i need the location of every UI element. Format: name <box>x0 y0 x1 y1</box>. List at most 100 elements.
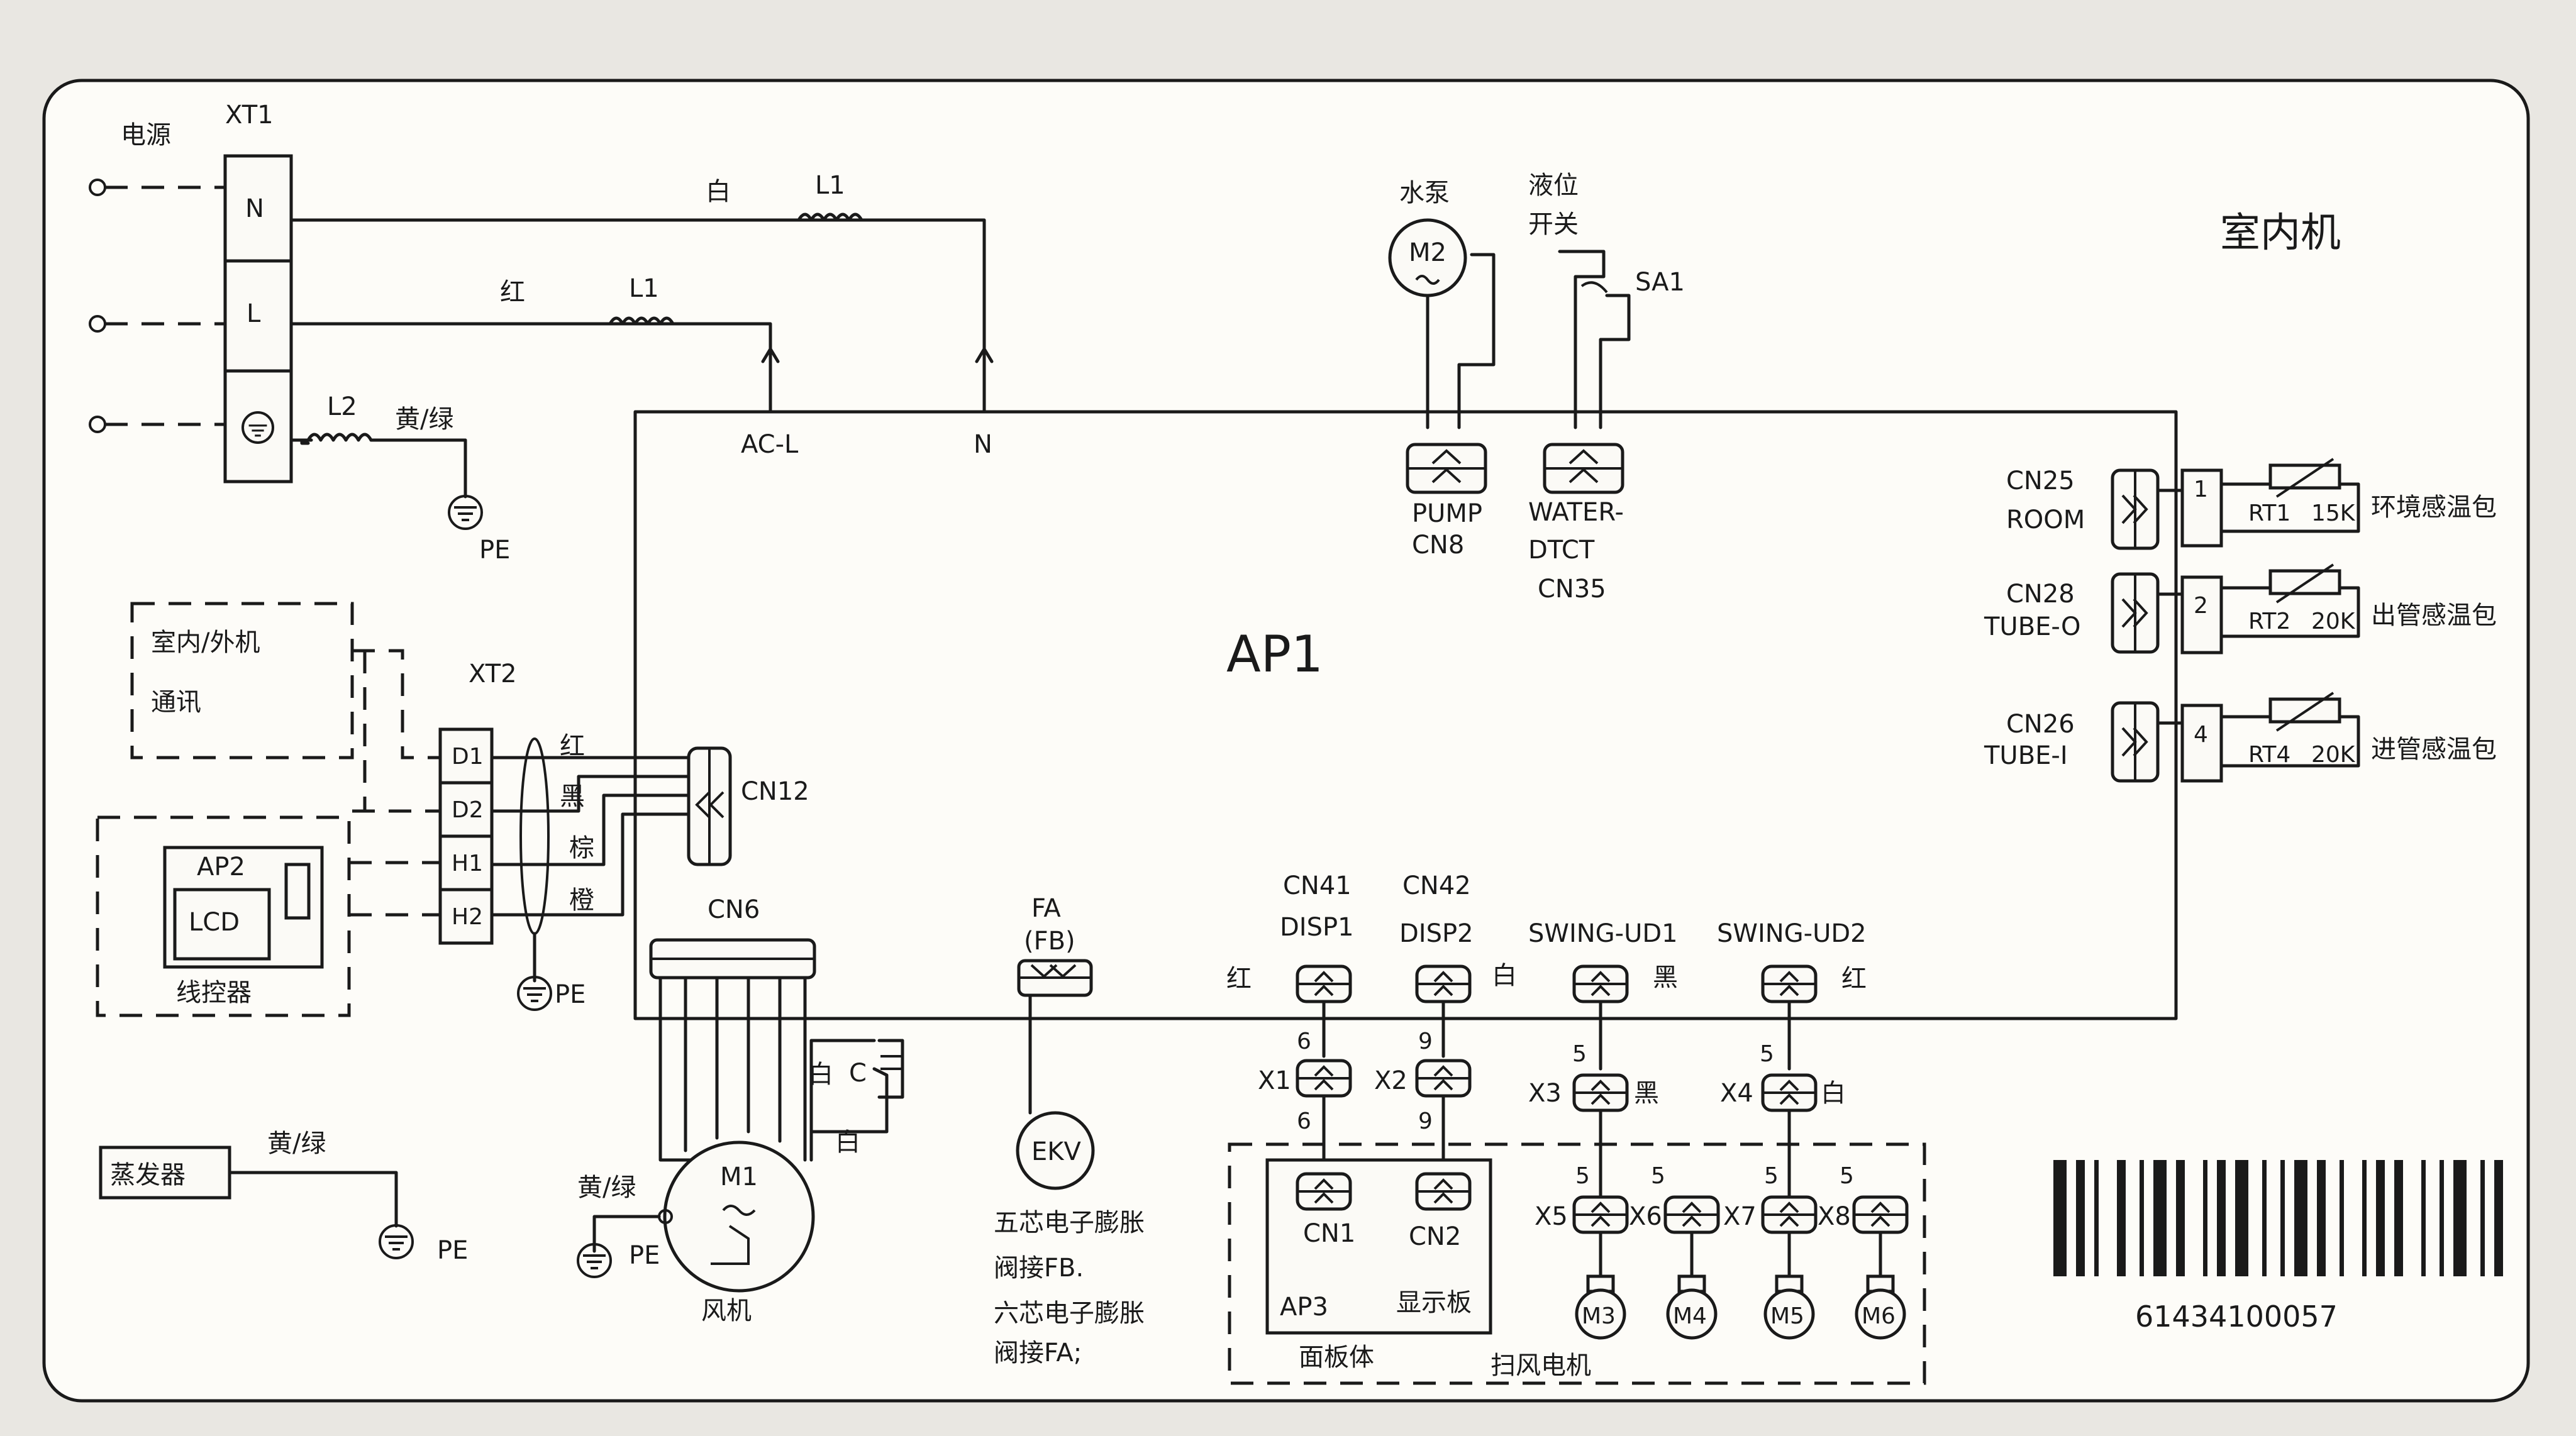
sensor-desc-2: 进管感温包 <box>2371 735 2497 764</box>
sensor-desc-0: 环境感温包 <box>2371 493 2497 522</box>
barcode-bar <box>2176 1160 2185 1276</box>
disp-color-0: 红 <box>1226 964 1252 993</box>
barcode-bar <box>2076 1160 2085 1276</box>
comm-pe: PE <box>555 980 586 1009</box>
comm-box-line1: 室内/外机 <box>151 628 260 657</box>
pump-label: 水泵 <box>1399 179 1450 207</box>
barcode-bar <box>2053 1160 2067 1276</box>
controller-section: AP2 LCD 线控器 <box>96 815 440 1017</box>
wire-yg-label: 黄/绿 <box>395 405 453 434</box>
disp-ntop-0: 6 <box>1297 1029 1311 1054</box>
disp-x-1: X2 <box>1374 1066 1407 1095</box>
sensor-pin-2: 4 <box>2194 722 2208 748</box>
xt2-pin-h1: H1 <box>452 851 483 876</box>
level-label1: 液位 <box>1528 171 1579 200</box>
barcode-bar <box>2280 1160 2285 1276</box>
wire-red-label: 红 <box>500 278 525 307</box>
disp-section: CN41 DISP1 红 6 X1 6 CN42 DISP2 白 9 X2 9 <box>1226 871 1517 1184</box>
barcode-bar <box>2340 1160 2344 1276</box>
cn12-label: CN12 <box>741 777 809 806</box>
level-label2: 开关 <box>1528 210 1579 239</box>
sensor-pin-1: 2 <box>2194 593 2208 619</box>
sensor-row-1: CN28 TUBE-O 2 RT2 20K 出管感温包 <box>1984 563 2497 654</box>
disp-name-0: DISP1 <box>1280 913 1354 942</box>
fan-white2: 白 <box>835 1128 860 1157</box>
swing-n-0: 5 <box>1572 1041 1587 1067</box>
ekv-fb: (FB) <box>1024 927 1075 956</box>
panel-cn1: CN1 <box>1303 1219 1355 1248</box>
fan-cn6: CN6 <box>708 895 760 924</box>
ekv-fa: FA <box>1031 894 1061 923</box>
panel-section: CN1 CN2 AP3 显示板 面板体 扫风电机 <box>1228 1142 1926 1385</box>
panel-box <box>1228 1142 1926 1385</box>
sensor-desc-1: 出管感温包 <box>2371 601 2497 630</box>
disp-ntop-1: 9 <box>1418 1029 1433 1054</box>
power-section: 电源 XT1 N L 白 L1 红 L1 AC-L N L2 黄/绿 <box>89 101 994 565</box>
ekv-section: FA (FB) EKV 五芯电子膨胀 阀接FB. 六芯电子膨胀 阀接FA; <box>994 894 1145 1367</box>
l1-top-label: L1 <box>815 171 845 200</box>
xt1-terminal <box>223 154 293 483</box>
unit-title: 室内机 <box>2220 210 2341 257</box>
panel-disp-board: 显示板 <box>1396 1288 1472 1317</box>
panel-label: 面板体 <box>1299 1343 1374 1372</box>
barcode-bar <box>2376 1160 2385 1276</box>
barcode-bar <box>2440 1160 2444 1276</box>
evaporator-section: 蒸发器 黄/绿 PE <box>99 1129 468 1265</box>
swing-motor-x-1: X6 <box>1629 1202 1662 1231</box>
fan-motor <box>663 1141 815 1293</box>
comm-color-black: 黑 <box>560 782 585 811</box>
swing-n-1: 5 <box>1760 1041 1774 1067</box>
ekv-note4: 阀接FA; <box>994 1339 1082 1367</box>
swing-xcolor-0: 黑 <box>1634 1079 1659 1108</box>
fan-motor-label: M1 <box>720 1163 758 1191</box>
xt1-pin-n: N <box>245 194 264 223</box>
barcode-bar <box>2317 1160 2326 1276</box>
swing-motors-label: 扫风电机 <box>1491 1351 1591 1380</box>
ekv-valve <box>1016 1111 1095 1190</box>
comm-color-brown: 棕 <box>569 834 594 863</box>
disp-color-1: 白 <box>1492 961 1517 990</box>
swing-motor-n-3: 5 <box>1840 1163 1854 1189</box>
sensor-val-2: 20K <box>2311 742 2356 768</box>
comm-box <box>130 602 354 759</box>
pump-section: 水泵 M2 PUMP CN8 <box>1388 179 1496 560</box>
xt2-pin-d2: D2 <box>452 797 484 823</box>
barcode-bar <box>2140 1160 2144 1276</box>
controller-label: 线控器 <box>176 978 252 1007</box>
swing-motor-x-3: X8 <box>1818 1202 1851 1231</box>
barcode-bar <box>2480 1160 2485 1276</box>
sensor-row-2: CN26 TUBE-I 4 RT4 20K 进管感温包 <box>1984 692 2497 783</box>
swing-color-1: 红 <box>1841 964 1867 993</box>
pump-conn2: CN8 <box>1412 531 1464 560</box>
barcode-bar <box>2421 1160 2426 1276</box>
disp-name-1: DISP2 <box>1399 919 1474 948</box>
level-conn2: DTCT <box>1528 536 1595 565</box>
panel-ap3: AP3 <box>1280 1293 1328 1322</box>
ekv-note2: 阀接FB. <box>994 1254 1084 1283</box>
l2-label: L2 <box>327 392 357 421</box>
swing-section: SWING-UD1 黑 5 X3 黑 SWING-UD2 红 5 X4 白 <box>1528 919 1867 1196</box>
pe-label-power: PE <box>479 536 510 565</box>
disp-nbot-1: 9 <box>1418 1108 1433 1134</box>
disp-x-0: X1 <box>1258 1066 1291 1095</box>
barcode-bar <box>2294 1160 2307 1276</box>
ekv-note3: 六芯电子膨胀 <box>994 1299 1145 1328</box>
comm-section: 室内/外机 通讯 XT2 D1 D2 H1 H2 PE 红 黑 棕 橙 CN12 <box>130 602 809 1011</box>
disp-nbot-0: 6 <box>1297 1108 1311 1134</box>
xt2-pin-h2: H2 <box>452 904 483 930</box>
xt2-label: XT2 <box>469 660 517 688</box>
swing-motor-m-2: M5 <box>1770 1303 1804 1329</box>
sensor-pin-0: 1 <box>2194 477 2208 502</box>
barcode-bar <box>2217 1160 2226 1276</box>
controller-lcd: LCD <box>189 908 240 937</box>
barcode-bar <box>2153 1160 2167 1276</box>
evaporator-label: 蒸发器 <box>110 1161 186 1190</box>
xt2-pin-d1: D1 <box>452 744 484 770</box>
evaporator-pe: PE <box>437 1236 468 1265</box>
barcode: 61434100057 <box>2053 1160 2503 1334</box>
n-label: N <box>974 430 992 459</box>
sensor-row-0: CN25 ROOM 1 RT1 15K 环境感温包 <box>2006 458 2497 548</box>
swing-motor-m-0: M3 <box>1582 1303 1616 1329</box>
ekv-name: EKV <box>1031 1137 1082 1166</box>
comm-color-red: 红 <box>560 732 585 761</box>
